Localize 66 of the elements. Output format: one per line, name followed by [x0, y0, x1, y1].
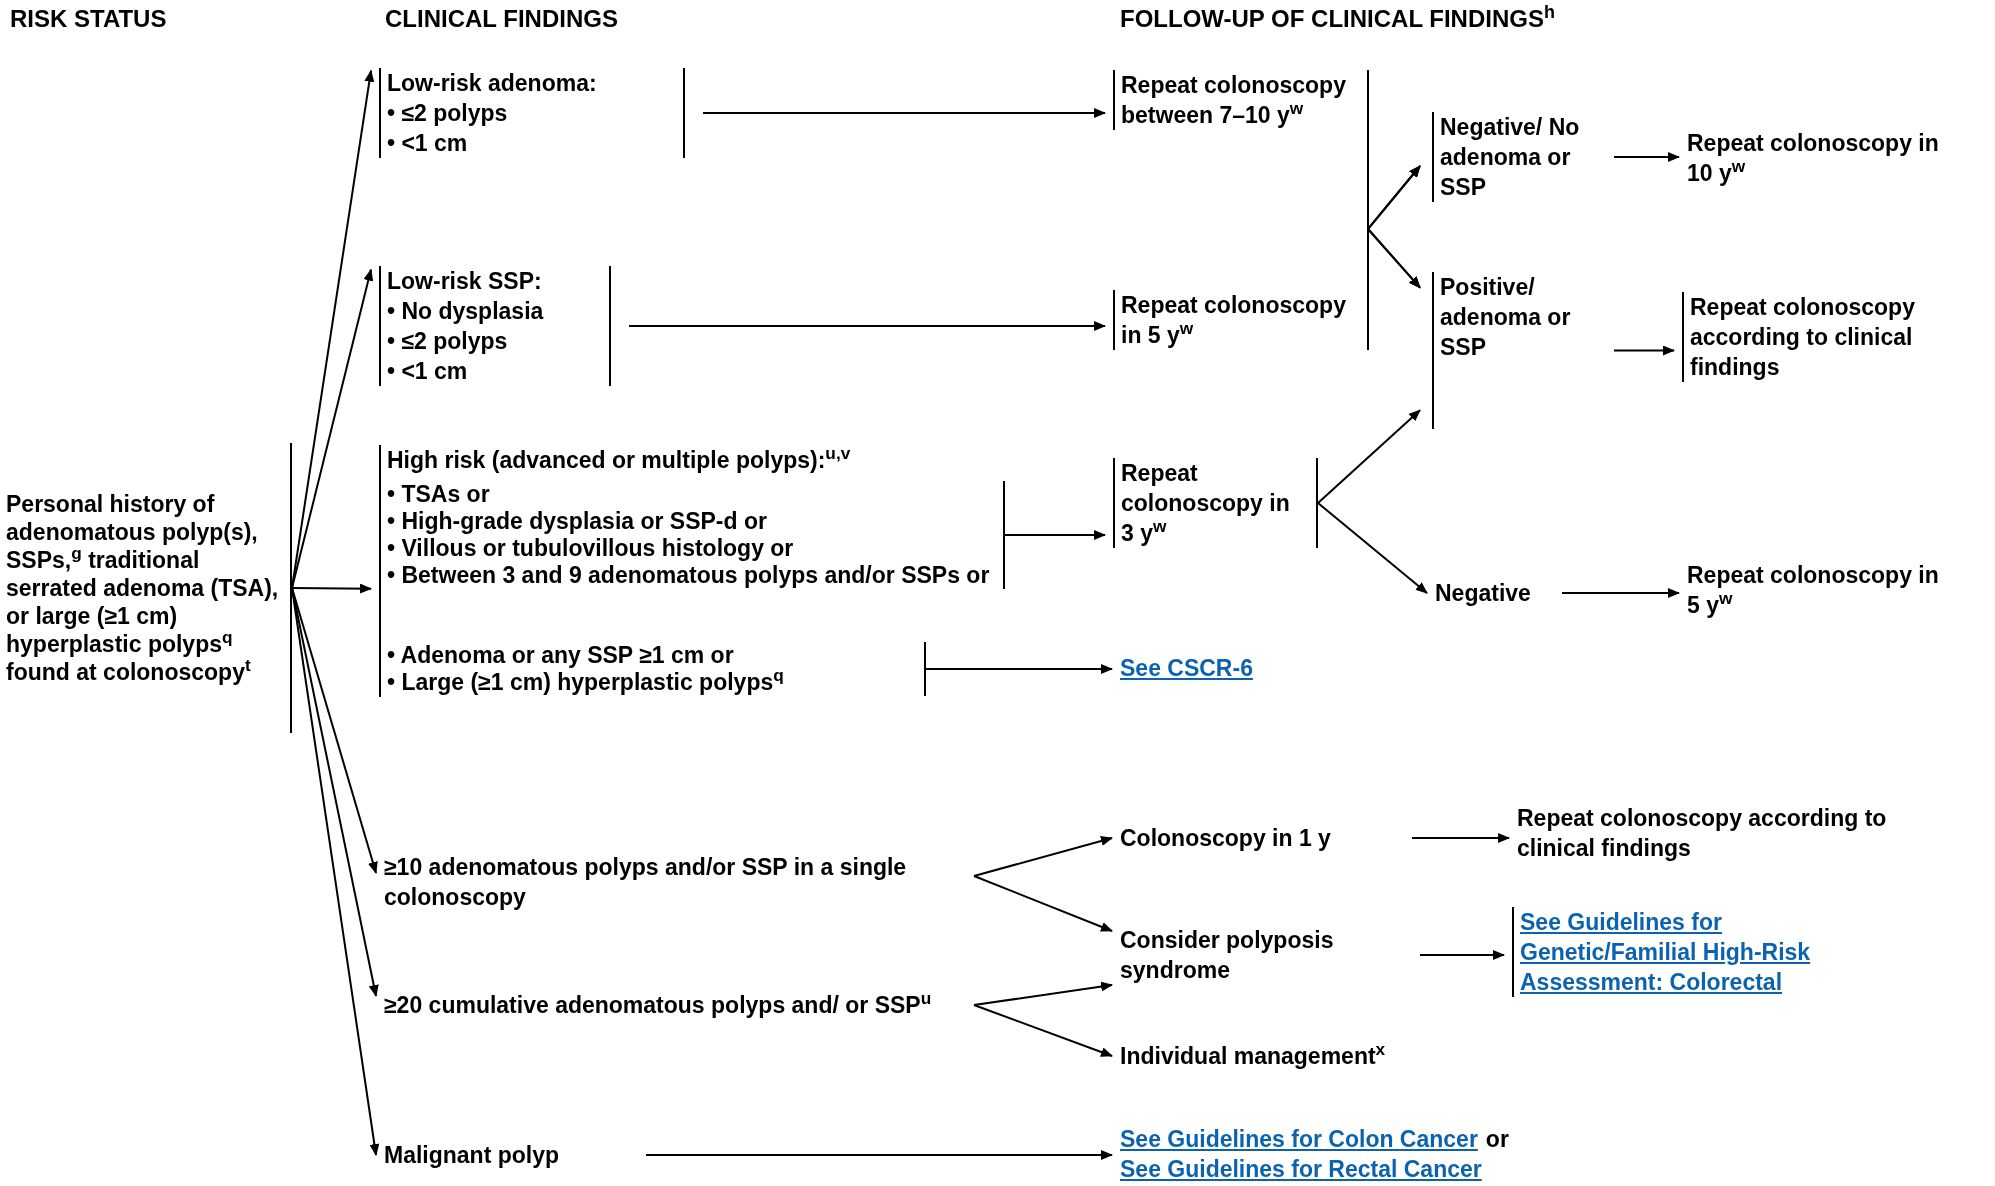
link: See CSCR-6	[1120, 654, 1253, 683]
label-text: Positive/ adenoma or SSP	[1440, 273, 1572, 362]
label-text: Personal history of adenomatous polyp(s), SSPs,$^{g}$ traditional serrated adenoma (TSA), or large (≥1 cm) hyperplastic polyps$^{q}$ found at colonoscopy$^{t}$	[6, 490, 280, 686]
list-item: • ≤2 polyps	[387, 99, 509, 128]
arrow	[645, 1150, 1113, 1160]
list-item: • Villous or tubulovillous histology or	[387, 535, 795, 562]
arrow	[1004, 530, 1106, 540]
bracketed-group	[379, 445, 1005, 697]
label-text: Repeat colonoscopy in 3 y$^{w}$	[1121, 459, 1291, 548]
label-text: ≥10 adenomatous polyps and/or SSP in a single colonoscopy	[384, 853, 908, 912]
bracketed-group	[1113, 458, 1318, 548]
arrow	[973, 836, 1113, 877]
arrow	[1411, 833, 1510, 843]
list-item: • Large (≥1 cm) hyperplastic polyps$^{q}$	[387, 669, 785, 696]
label-text: or	[1485, 1125, 1509, 1154]
list-item: • Adenoma or any SSP ≥1 cm or	[387, 642, 735, 669]
arrow	[291, 587, 379, 997]
label-text: Negative	[1435, 579, 1532, 608]
label-text: Repeat colonoscopy in 5 y$^{w}$	[1121, 291, 1347, 350]
column-heading: CLINICAL FINDINGS	[385, 4, 618, 34]
arrow	[1419, 950, 1505, 960]
heading: Low-risk SSP:	[387, 267, 543, 296]
list-item: • ≤2 polyps	[387, 327, 509, 356]
bracketed-group	[379, 68, 685, 158]
arrow	[702, 108, 1106, 118]
label-text: Colonoscopy in 1 y	[1120, 824, 1332, 853]
link: See Guidelines for Colon Cancer	[1120, 1125, 1478, 1154]
arrow	[291, 268, 374, 589]
bracketed-group	[387, 642, 926, 696]
label-text: Repeat colonoscopy according to clinical findings	[1690, 293, 1916, 382]
arrow	[291, 587, 380, 1156]
arrow	[291, 583, 372, 594]
column-heading: FOLLOW-UP OF CLINICAL FINDINGS$^{h}$	[1120, 4, 1555, 34]
arrow	[973, 1004, 1113, 1057]
label-text: Repeat colonoscopy in 10 y$^{w}$	[1687, 129, 1940, 188]
label-text: Negative/ No adenoma or SSP	[1440, 113, 1581, 202]
bracketed-group	[6, 443, 292, 733]
label-text: Repeat colonoscopy between 7–10 y$^{w}$	[1121, 71, 1347, 130]
heading: Low-risk adenoma:	[387, 69, 598, 98]
link: See Guidelines for Rectal Cancer	[1120, 1155, 1482, 1184]
arrow	[1613, 152, 1680, 162]
list-item: • <1 cm	[387, 357, 469, 386]
list-item: • Between 3 and 9 adenomatous polyps and/or SSPs or	[387, 562, 991, 589]
list-item: • High-grade dysplasia or SSP-d or	[387, 508, 768, 535]
arrow	[973, 875, 1113, 932]
label-text: ≥20 cumulative adenomatous polyps and/ or SSP$^{u}$	[384, 990, 933, 1020]
link: See Guidelines for Genetic/Familial High-Risk Assessment: Colorectal	[1520, 908, 1812, 997]
arrow	[973, 981, 1113, 1006]
label-text: Individual management$^{x}$	[1120, 1041, 1386, 1071]
label-text: Consider polyposis syndrome	[1120, 926, 1335, 985]
arrow	[1317, 502, 1428, 594]
label-text: Malignant polyp	[384, 1141, 561, 1170]
list-item: • TSAs or	[387, 481, 491, 508]
arrow	[1561, 588, 1680, 598]
arrow	[1317, 409, 1421, 504]
arrow	[628, 321, 1106, 331]
heading: High risk (advanced or multiple polyps):$^{u,v}$	[387, 445, 852, 475]
arrow	[1613, 345, 1675, 356]
bracketed-group	[387, 481, 1005, 589]
list-item: • <1 cm	[387, 129, 469, 158]
list-item: • No dysplasia	[387, 297, 545, 326]
bracketed-group	[379, 266, 611, 386]
label-text: Repeat colonoscopy according to clinical findings	[1517, 804, 1888, 863]
column-heading: RISK STATUS	[10, 4, 167, 34]
label-text: Repeat colonoscopy in 5 y$^{w}$	[1687, 561, 1940, 620]
arrow	[925, 664, 1113, 674]
